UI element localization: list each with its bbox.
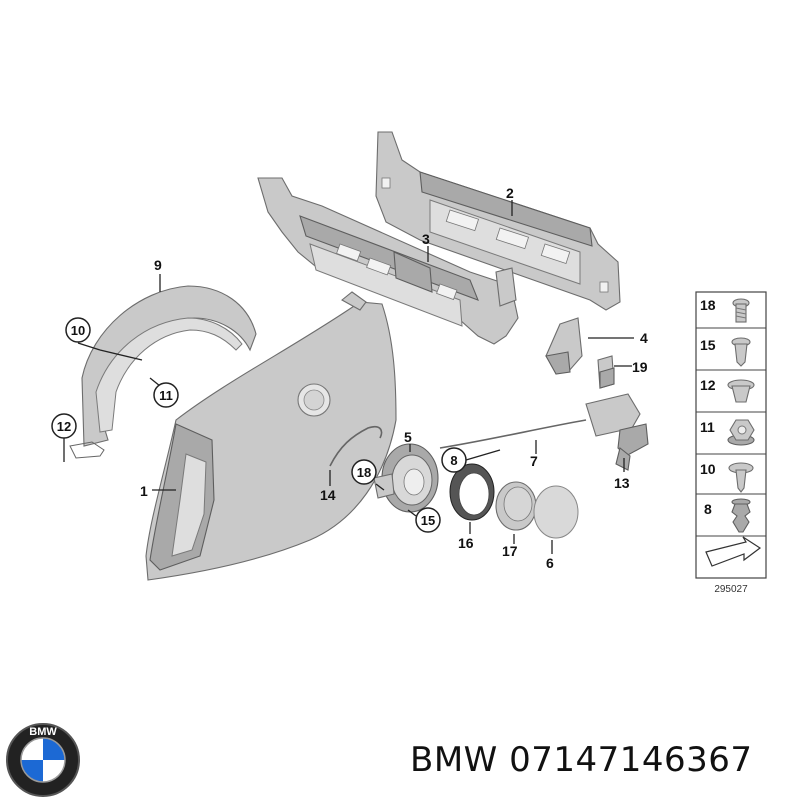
callout-14: 14 — [320, 487, 336, 503]
nut-12-icon — [727, 379, 755, 403]
callout-circle-12: 12 — [51, 413, 77, 439]
part-number-label: BMW 07147146367 — [410, 740, 753, 780]
filler-flap-part-6 — [533, 485, 579, 539]
callout-2: 2 — [506, 185, 514, 201]
callout-17: 17 — [502, 543, 518, 559]
callout-5: 5 — [404, 429, 412, 445]
callout-3: 3 — [422, 231, 430, 247]
fuel-cap-part-17 — [495, 481, 537, 531]
clip-part-14 — [329, 425, 383, 467]
side-panel-part-1 — [145, 291, 397, 581]
legend-item-18: 18 — [700, 297, 716, 313]
bowden-cable-part-7 — [439, 419, 587, 449]
legend-item-8: 8 — [704, 501, 712, 517]
callout-11: 11 — [159, 388, 173, 403]
bracket-part-19 — [597, 355, 615, 389]
callout-10: 10 — [71, 323, 85, 338]
filler-housing-part-5 — [373, 443, 439, 513]
seal-ring-part-16 — [449, 463, 495, 521]
screw-18-icon — [732, 298, 750, 323]
callout-6: 6 — [546, 555, 554, 571]
callout-12: 12 — [57, 419, 71, 434]
callout-circle-8: 8 — [441, 447, 467, 473]
callout-4: 4 — [640, 330, 648, 346]
direction-arrow-icon — [705, 536, 762, 567]
callout-circle-10: 10 — [65, 317, 91, 343]
hex-nut-11-icon — [727, 419, 755, 446]
legend-item-15: 15 — [700, 337, 716, 353]
callout-18: 18 — [357, 465, 371, 480]
callout-7: 7 — [530, 453, 538, 469]
callout-16: 16 — [458, 535, 474, 551]
legend-item-10: 10 — [700, 461, 716, 477]
callout-circle-18: 18 — [351, 459, 377, 485]
callout-circle-11: 11 — [153, 382, 179, 408]
wheel-arch-liner-part-9 — [81, 285, 257, 447]
actuator-part-13 — [585, 393, 649, 471]
bmw-logo: BMW — [6, 723, 80, 797]
callout-1: 1 — [140, 483, 148, 499]
screw-10-icon — [728, 462, 754, 493]
leader-lines — [63, 200, 634, 554]
clip-part-12 — [69, 441, 105, 459]
cross-member-part-3 — [257, 177, 519, 345]
logo-lettering: BMW — [29, 726, 57, 738]
rear-panel-part-2 — [375, 131, 621, 311]
callout-13: 13 — [614, 475, 630, 491]
legend-item-12: 12 — [700, 377, 716, 393]
callout-15: 15 — [421, 513, 435, 528]
diagram-reference-number: 295027 — [714, 584, 748, 595]
callout-8: 8 — [450, 453, 457, 468]
callout-circle-15: 15 — [415, 507, 441, 533]
rivet-8-icon — [731, 498, 751, 533]
legend-item-11: 11 — [700, 419, 715, 435]
bracket-part-4 — [545, 317, 583, 375]
callout-9: 9 — [154, 257, 162, 273]
fastener-legend: 18 15 12 11 10 8 — [695, 291, 767, 595]
callout-19: 19 — [632, 359, 648, 375]
screw-15-icon — [731, 337, 751, 367]
